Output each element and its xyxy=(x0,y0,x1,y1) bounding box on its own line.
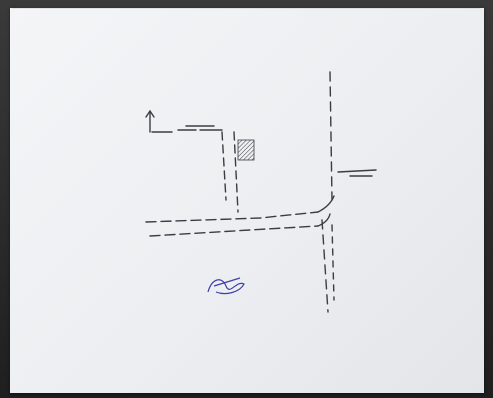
road-right-lower-2 xyxy=(331,224,335,301)
junction-curve-2 xyxy=(317,213,331,227)
road-inner-right xyxy=(233,131,239,213)
road-right-lower xyxy=(321,219,329,313)
paper-crease xyxy=(12,8,480,9)
road-horizontal-bottom xyxy=(149,225,319,237)
road-right-main xyxy=(329,71,333,201)
road-inner-left xyxy=(221,131,227,201)
hatched-building xyxy=(237,139,255,161)
signature-stamp xyxy=(207,277,245,295)
path-top-left xyxy=(151,125,223,133)
arrow-head-icon xyxy=(145,109,155,118)
paper-sheet xyxy=(10,8,484,393)
junction-curve xyxy=(317,195,335,213)
road-horizontal-top xyxy=(145,211,319,223)
side-branch xyxy=(337,169,377,177)
